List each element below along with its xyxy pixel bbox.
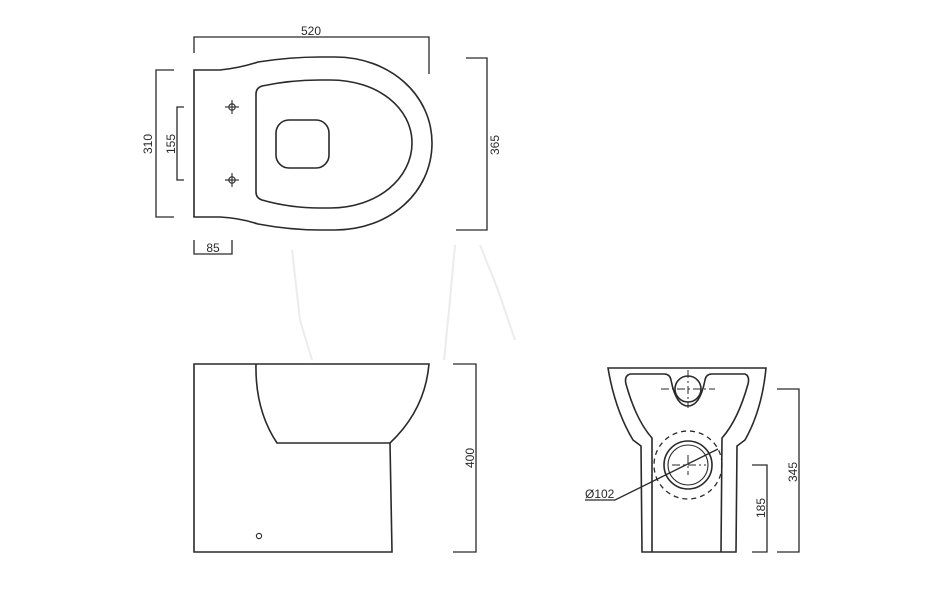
- dimension-520: 520: [193, 24, 430, 74]
- drain-hole-icon: [255, 532, 263, 540]
- fixing-hole-icon: [225, 100, 239, 114]
- bowl-profile: [255, 363, 390, 444]
- side-view: 400: [193, 363, 477, 553]
- svg-text:365: 365: [488, 135, 502, 155]
- dimension-155: 155: [164, 106, 184, 181]
- svg-text:400: 400: [463, 448, 477, 468]
- fixing-hole-icon: [225, 173, 239, 187]
- dimension-310: 310: [141, 69, 174, 218]
- watermark: [291, 244, 516, 361]
- dimension-185: 185: [752, 464, 768, 553]
- bowl-outline: [275, 119, 330, 169]
- outlet-icon: [663, 440, 713, 490]
- dimension-365: 365: [456, 57, 502, 231]
- seat-outline: [255, 79, 413, 209]
- rear-inner-outline: [624, 373, 750, 553]
- svg-text:155: 155: [164, 134, 178, 154]
- plan-view: 520 365 310 155 85: [141, 24, 502, 255]
- dimension-85: 85: [193, 240, 233, 255]
- dimension-345: 345: [777, 388, 800, 553]
- svg-text:310: 310: [141, 134, 155, 154]
- rear-view: Ø102 345 185: [585, 367, 800, 553]
- svg-text:345: 345: [786, 462, 800, 482]
- body-outline: [193, 363, 430, 553]
- svg-text:520: 520: [301, 24, 321, 38]
- rear-outline: [607, 367, 767, 553]
- dimension-400: 400: [453, 363, 477, 553]
- svg-text:85: 85: [206, 241, 220, 255]
- svg-text:185: 185: [754, 498, 768, 518]
- outlet-outer-dashed: [653, 430, 723, 500]
- dimension-diameter-102: Ø102: [585, 448, 719, 501]
- svg-text:Ø102: Ø102: [585, 487, 615, 501]
- pan-outline: [193, 56, 433, 231]
